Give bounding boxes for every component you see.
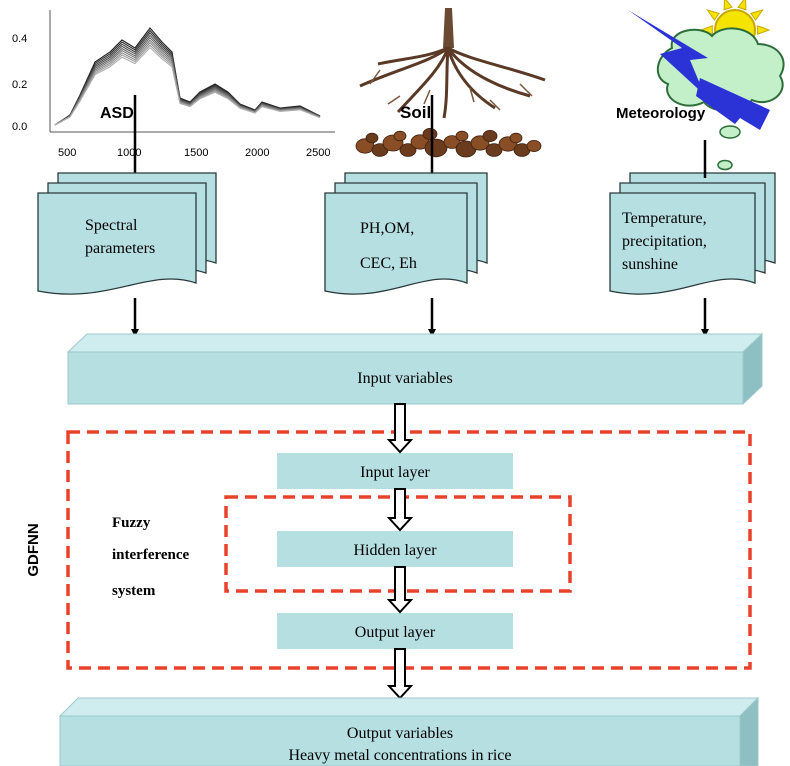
input-variables-label: Input variables: [357, 370, 453, 387]
output-layer-label: Output layer: [355, 624, 436, 641]
tree-roots: [359, 46, 546, 119]
spectral-curve: [54, 46, 321, 126]
output-variables-sublabel: Heavy metal concentrations in rice: [288, 747, 511, 764]
spectral-curve: [54, 44, 321, 126]
sun-ray: [750, 9, 764, 21]
down-arrow-icon: [386, 566, 414, 614]
asd-doc-line: parameters: [85, 240, 155, 257]
lightning-icon: [628, 10, 708, 98]
soil-clod: [424, 138, 448, 158]
output-variables-bar: [58, 696, 760, 766]
document-front: [37, 192, 197, 295]
sun-ray: [723, 0, 733, 11]
document-front: [609, 192, 756, 295]
x-tick-label: 1500: [184, 147, 208, 159]
asd-heading: ASD: [100, 105, 134, 122]
sun-ray: [706, 9, 720, 21]
tree-stump: [443, 8, 454, 48]
fuzzy-label-line: system: [112, 583, 156, 599]
sun-ray: [737, 0, 747, 11]
sun-ray: [757, 25, 771, 35]
flow-arrows: [386, 403, 414, 700]
y-tick-label: 0.0: [12, 121, 27, 133]
x-tick-label: 1000: [117, 147, 141, 159]
input-layer-label: Input layer: [360, 464, 430, 481]
gdfnn-label: GDFNN: [25, 523, 42, 576]
hidden-layer-box: [277, 531, 513, 567]
input-variables-bar: [66, 332, 764, 406]
meteorology-heading: Meteorology: [616, 105, 706, 122]
spectral-curves: [54, 27, 321, 126]
soil-clod: [455, 130, 469, 142]
y-tick-label: 0.4: [12, 33, 27, 45]
asd-spectrum-chart: 0.4 0.2 0.0 500 1000 1500 2000 2500: [12, 10, 335, 159]
meteorology-illustration: [628, 0, 785, 199]
fine-roots: [369, 69, 533, 111]
y-tick-label: 0.2: [12, 79, 27, 91]
soil-clod: [399, 143, 417, 157]
soil-heading: Soil: [400, 103, 431, 122]
thought-bubble: [719, 125, 741, 139]
spectral-curve: [54, 41, 321, 126]
asd-doc-line: Spectral: [85, 217, 138, 234]
output-variables-label: Output variables: [347, 725, 453, 742]
met-doc-line: Temperature,: [622, 210, 707, 227]
meteorology-document-stack: [609, 172, 776, 295]
down-arrow-icon: [386, 403, 414, 454]
soil-clod: [393, 130, 407, 142]
x-tick-label: 2500: [306, 147, 330, 159]
fuzzy-label-line: Fuzzy: [112, 515, 151, 531]
soil-clod: [443, 135, 461, 149]
spectral-curve: [54, 39, 321, 126]
soil-clod: [482, 129, 498, 142]
soil-clod: [365, 132, 379, 144]
soil-clod: [509, 132, 523, 144]
soil-document-stack: [324, 172, 488, 295]
hidden-layer-label: Hidden layer: [353, 542, 437, 559]
output-layer-box: [277, 613, 513, 649]
document-front: [324, 192, 468, 295]
lightning-icon: [696, 78, 770, 130]
gdfnn-frame: [66, 430, 752, 670]
met-doc-line: precipitation,: [622, 233, 707, 250]
asd-document-stack: [37, 172, 217, 295]
met-doc-line: sunshine: [622, 256, 678, 273]
x-tick-label: 2000: [245, 147, 269, 159]
soil-clods: [355, 127, 542, 158]
down-arrow-icon: [386, 488, 414, 532]
down-arrow-icon: [386, 648, 414, 700]
fuzzy-label-line: interference: [112, 547, 190, 563]
soil-illustration: [355, 8, 546, 158]
soil-doc-line: CEC, Eh: [360, 255, 417, 272]
soil-clod: [485, 143, 503, 157]
soil-clod: [422, 127, 438, 140]
x-tick-label: 500: [58, 147, 76, 159]
thought-bubble: [717, 159, 733, 171]
soil-doc-line: PH,OM,: [360, 220, 414, 237]
input-layer-box: [277, 453, 513, 489]
soil-clod: [526, 139, 542, 152]
